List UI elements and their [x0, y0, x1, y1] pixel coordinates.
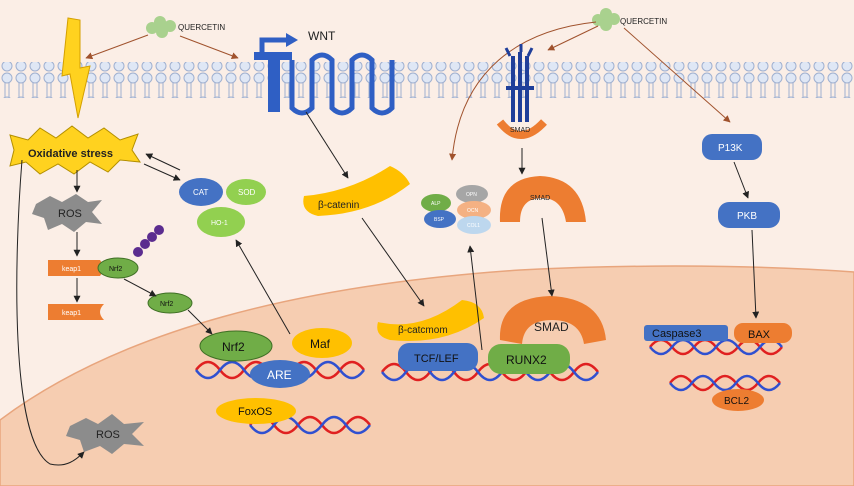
ros-top-label: ROS — [58, 208, 82, 220]
alp-node — [421, 194, 451, 212]
pkb-box — [718, 202, 780, 228]
tcf-lef-box — [398, 343, 478, 371]
caspase3-box — [644, 325, 728, 341]
keap1-top-label: keap1 — [62, 266, 81, 273]
col-label: COL1 — [467, 223, 480, 229]
opn-node — [456, 185, 488, 203]
cat-node — [179, 178, 223, 206]
maf-node — [292, 328, 352, 358]
pathway-arrows — [16, 111, 760, 466]
ho1-node — [197, 207, 245, 237]
quercetin-label-right: QUERCETIN — [620, 17, 667, 26]
runx2-label: RUNX2 — [506, 353, 547, 367]
col-node — [457, 216, 491, 234]
foxos-label: FoxOS — [238, 406, 272, 418]
opn-label: OPN — [466, 192, 477, 198]
bax-box — [734, 323, 792, 343]
sod-node — [226, 179, 266, 205]
alp-label: ALP — [431, 201, 441, 207]
bcl2-node — [712, 389, 764, 411]
smad-cyto-shape — [499, 176, 586, 222]
keap1-bottom — [48, 304, 104, 320]
nrf2-small-1 — [97, 257, 139, 279]
cat-label: CAT — [193, 188, 209, 197]
beta-catenin-label: β-catenin — [318, 200, 359, 211]
ros-bottom-label: ROS — [96, 429, 120, 441]
smad-cyto-label: SMAD — [530, 195, 550, 202]
ocn-node — [457, 201, 491, 219]
ho1-label: HO-1 — [211, 220, 228, 227]
ros-burst-bottom — [66, 414, 144, 454]
nrf2-small-2 — [147, 292, 193, 314]
bcl2-label: BCL2 — [724, 396, 749, 407]
bsp-node — [424, 210, 456, 228]
nrf2-small-2-label: Nrf2 — [160, 301, 173, 308]
ocn-label: OCN — [467, 208, 479, 214]
beta-catcmom-label: β-catcmom — [398, 325, 448, 336]
tcf-lef-label: TCF/LEF — [414, 353, 459, 365]
are-node — [250, 360, 310, 388]
keap1-bottom-label: keap1 — [62, 310, 81, 317]
quercetin-label-left: QUERCETIN — [178, 23, 225, 32]
sod-label: SOD — [238, 188, 256, 197]
bsp-label: BSP — [434, 217, 445, 223]
caspase3-label: Caspase3 — [652, 328, 702, 340]
oxidative-stress-label: Oxidative stress — [28, 148, 113, 160]
pkb-label: PKB — [737, 211, 757, 222]
beta-catenin-shape — [303, 166, 410, 216]
nrf2-small-1-label: Nrf2 — [109, 266, 122, 273]
nrf2-nucleus-label: Nrf2 — [222, 340, 245, 354]
dna-helix-right-top — [649, 338, 783, 356]
quercetin-icon-left — [146, 16, 176, 38]
smad-nucleus-label: SMAD — [534, 320, 569, 334]
beta-catcmom-shape — [377, 300, 484, 342]
p13k-box — [702, 134, 762, 160]
cell-membrane — [0, 62, 854, 98]
oxidative-stress-burst — [9, 125, 142, 175]
nrf2-nucleus-node — [199, 330, 273, 362]
smad-receptor-label: SMAD — [510, 127, 530, 134]
p13k-label: P13K — [718, 143, 743, 154]
lightning-icon — [61, 17, 91, 119]
ubiquitin-chain — [133, 225, 164, 257]
quercetin-icon-right — [592, 8, 620, 31]
dna-helix-right-bottom — [669, 374, 781, 392]
runx2-box — [488, 344, 570, 374]
foxos-node — [216, 398, 296, 424]
keap1-top — [48, 260, 103, 276]
smad-receptor — [496, 44, 547, 139]
wnt-label: WNT — [308, 29, 336, 43]
smad-nucleus-shape — [499, 296, 606, 344]
ros-burst-top — [32, 194, 102, 232]
maf-label: Maf — [310, 337, 331, 351]
wnt-receptor — [254, 33, 395, 116]
are-label: ARE — [267, 368, 292, 382]
bax-label: BAX — [748, 329, 771, 341]
